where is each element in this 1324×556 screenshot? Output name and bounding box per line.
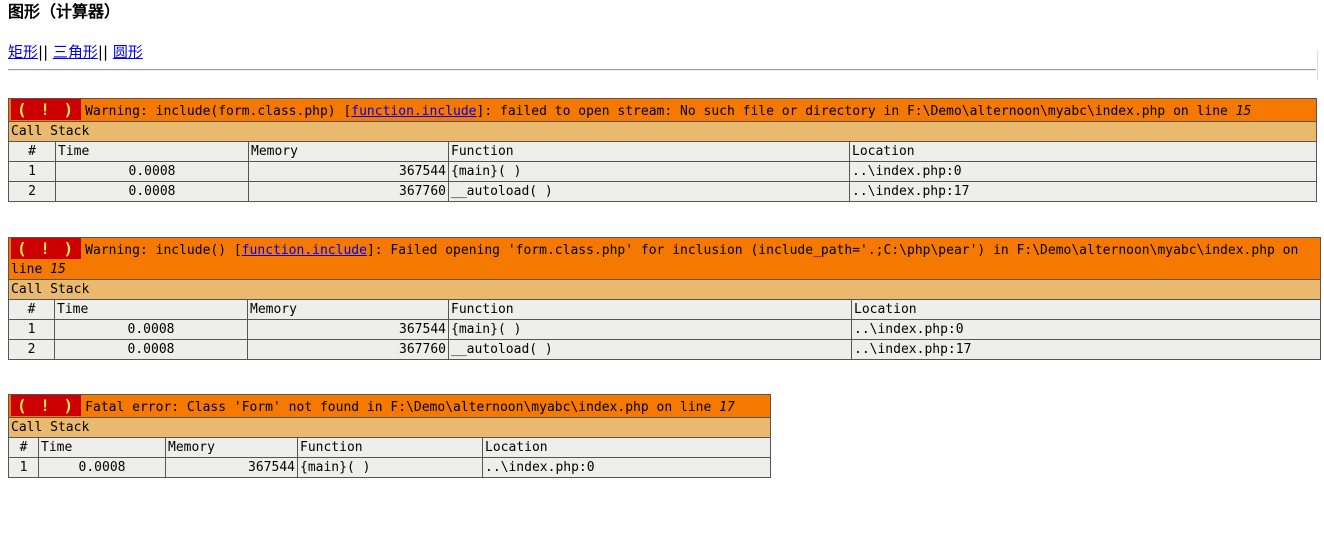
- error-message: ( ! )Warning: include(form.class.php) [f…: [7, 98, 1318, 122]
- table-row: 2 0.0008 367760 __autoload( ) ..\index.p…: [8, 339, 1322, 360]
- error-text: ]: failed to open stream: No such file o…: [476, 104, 1236, 119]
- error-badge-icon: ( ! ): [11, 238, 82, 259]
- col-header-num: #: [8, 141, 56, 162]
- col-header-location: Location: [481, 437, 772, 458]
- error-badge-icon: ( ! ): [11, 99, 82, 120]
- col-header-memory: Memory: [165, 437, 298, 458]
- function-include-link[interactable]: function.include: [241, 243, 367, 258]
- cell-location: ..\index.php:17: [848, 181, 1318, 202]
- cell-memory: 367544: [247, 319, 449, 340]
- col-header-time: Time: [55, 141, 249, 162]
- col-header-num: #: [8, 299, 55, 320]
- col-header-function: Function: [448, 141, 850, 162]
- function-include-link[interactable]: function.include: [351, 104, 477, 119]
- table-row: 1 0.0008 367544 {main}( ) ..\index.php:0: [8, 161, 1318, 182]
- col-header-location: Location: [850, 299, 1322, 320]
- table-row: 1 0.0008 367544 {main}( ) ..\index.php:0: [8, 319, 1322, 340]
- xdebug-error-table-1: ( ! )Warning: include(form.class.php) [f…: [7, 98, 1318, 202]
- cell-time: 0.0008: [54, 319, 248, 340]
- col-header-function: Function: [297, 437, 483, 458]
- cell-location: ..\index.php:0: [850, 319, 1322, 340]
- xdebug-error-table-3: ( ! )Fatal error: Class 'Form' not found…: [7, 394, 772, 478]
- col-header-function: Function: [448, 299, 852, 320]
- error-badge-icon: ( ! ): [11, 395, 82, 416]
- cell-function: {main}( ): [297, 457, 483, 478]
- cell-memory: 367544: [165, 457, 298, 478]
- cell-num: 1: [8, 161, 56, 182]
- call-stack-label: Call Stack: [7, 279, 1322, 300]
- cell-function: __autoload( ): [448, 181, 850, 202]
- cell-time: 0.0008: [55, 161, 249, 182]
- cell-time: 0.0008: [38, 457, 166, 478]
- cell-memory: 367760: [248, 181, 449, 202]
- cell-function: __autoload( ): [448, 339, 852, 360]
- call-stack-label: Call Stack: [7, 121, 1318, 142]
- col-header-time: Time: [38, 437, 166, 458]
- col-header-memory: Memory: [248, 141, 449, 162]
- call-stack-label: Call Stack: [7, 417, 772, 438]
- cell-location: ..\index.php:17: [850, 339, 1322, 360]
- col-header-num: #: [8, 437, 39, 458]
- error-text: Warning: include() [: [85, 243, 242, 258]
- error-message: ( ! )Warning: include() [function.includ…: [7, 237, 1322, 280]
- cell-time: 0.0008: [55, 181, 249, 202]
- nav-link-triangle[interactable]: 三角形: [52, 43, 98, 61]
- col-header-location: Location: [848, 141, 1318, 162]
- error-line: 15: [50, 262, 66, 277]
- error-text: ]: Failed opening 'form.class.php' for i…: [11, 243, 1299, 277]
- cell-memory: 367544: [248, 161, 449, 182]
- nav-separator: ||: [97, 43, 109, 61]
- cell-location: ..\index.php:0: [481, 457, 772, 478]
- table-row: 2 0.0008 367760 __autoload( ) ..\index.p…: [8, 181, 1318, 202]
- table-row: 1 0.0008 367544 {main}( ) ..\index.php:0: [8, 457, 772, 478]
- error-text: Fatal error: Class 'Form' not found in F…: [85, 400, 720, 415]
- nav-link-rectangle[interactable]: 矩形: [8, 43, 39, 61]
- col-header-memory: Memory: [247, 299, 449, 320]
- shape-nav: 矩形|| 三角形|| 圆形: [8, 43, 143, 61]
- cell-num: 2: [8, 339, 55, 360]
- cell-function: {main}( ): [448, 161, 850, 182]
- error-line: 15: [1235, 104, 1252, 119]
- cell-time: 0.0008: [54, 339, 248, 360]
- nav-link-circle[interactable]: 圆形: [112, 43, 143, 61]
- col-header-time: Time: [54, 299, 248, 320]
- cell-function: {main}( ): [448, 319, 852, 340]
- nav-separator: ||: [38, 43, 49, 61]
- cell-num: 1: [8, 319, 55, 340]
- cell-location: ..\index.php:0: [848, 161, 1318, 182]
- error-line: 17: [719, 400, 735, 415]
- cell-num: 2: [8, 181, 56, 202]
- error-text: Warning: include(form.class.php) [: [85, 104, 352, 119]
- scrollbar-edge: [1317, 50, 1324, 80]
- horizontal-rule: [8, 69, 1316, 71]
- error-message: ( ! )Fatal error: Class 'Form' not found…: [7, 394, 772, 418]
- xdebug-error-table-2: ( ! )Warning: include() [function.includ…: [7, 237, 1322, 360]
- cell-memory: 367760: [247, 339, 449, 360]
- page-title: 图形（计算器）: [8, 2, 121, 21]
- cell-num: 1: [8, 457, 39, 478]
